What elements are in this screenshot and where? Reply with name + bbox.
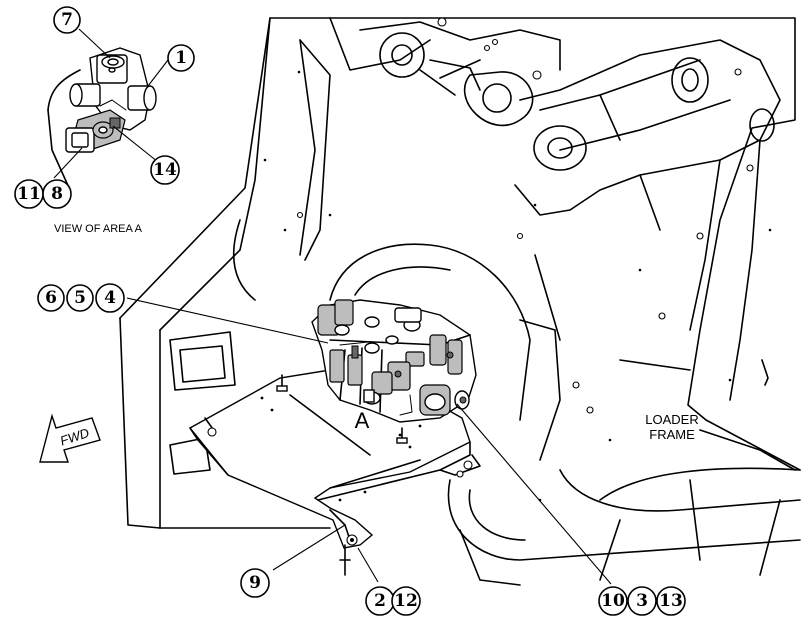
callout-5: 5 — [66, 284, 94, 312]
svg-text:1: 1 — [175, 48, 187, 68]
frame-label-line2: FRAME — [649, 427, 695, 442]
area-label: A — [355, 408, 370, 433]
svg-text:9: 9 — [249, 573, 261, 593]
callout-7: 7 — [53, 6, 81, 34]
callout-8: 8 — [42, 179, 72, 209]
callout-13: 13 — [656, 586, 686, 616]
text-labels: VIEW OF AREA A A LOADER FRAME — [54, 223, 699, 442]
callout-10: 10 — [598, 586, 628, 616]
svg-text:12: 12 — [394, 591, 418, 611]
loader-frame — [119, 17, 801, 586]
svg-text:5: 5 — [74, 288, 86, 308]
svg-text:4: 4 — [104, 288, 116, 308]
callout-2: 2 — [365, 586, 395, 616]
svg-text:3: 3 — [636, 591, 648, 611]
svg-text:2: 2 — [374, 591, 386, 611]
view-label: VIEW OF AREA A — [54, 223, 143, 235]
svg-text:7: 7 — [61, 10, 73, 30]
svg-text:8: 8 — [51, 184, 63, 204]
svg-text:13: 13 — [659, 591, 683, 611]
svg-text:6: 6 — [45, 288, 57, 308]
svg-text:10: 10 — [601, 591, 625, 611]
callout-14: 14 — [150, 155, 180, 185]
callout-11: 11 — [14, 179, 44, 209]
detail-view-area-a — [47, 47, 157, 206]
callout-4: 4 — [95, 283, 125, 313]
callout-3: 3 — [627, 586, 657, 616]
callout-6: 6 — [37, 284, 65, 312]
callout-12: 12 — [391, 586, 421, 616]
control-valve — [311, 299, 477, 423]
frame-label-line1: LOADER — [645, 412, 698, 427]
callout-9: 9 — [240, 568, 270, 598]
leader-lines — [53, 28, 612, 585]
callout-1: 1 — [167, 44, 195, 72]
svg-text:11: 11 — [17, 184, 41, 204]
svg-text:14: 14 — [153, 160, 177, 180]
fwd-arrow: FWD — [39, 413, 101, 463]
